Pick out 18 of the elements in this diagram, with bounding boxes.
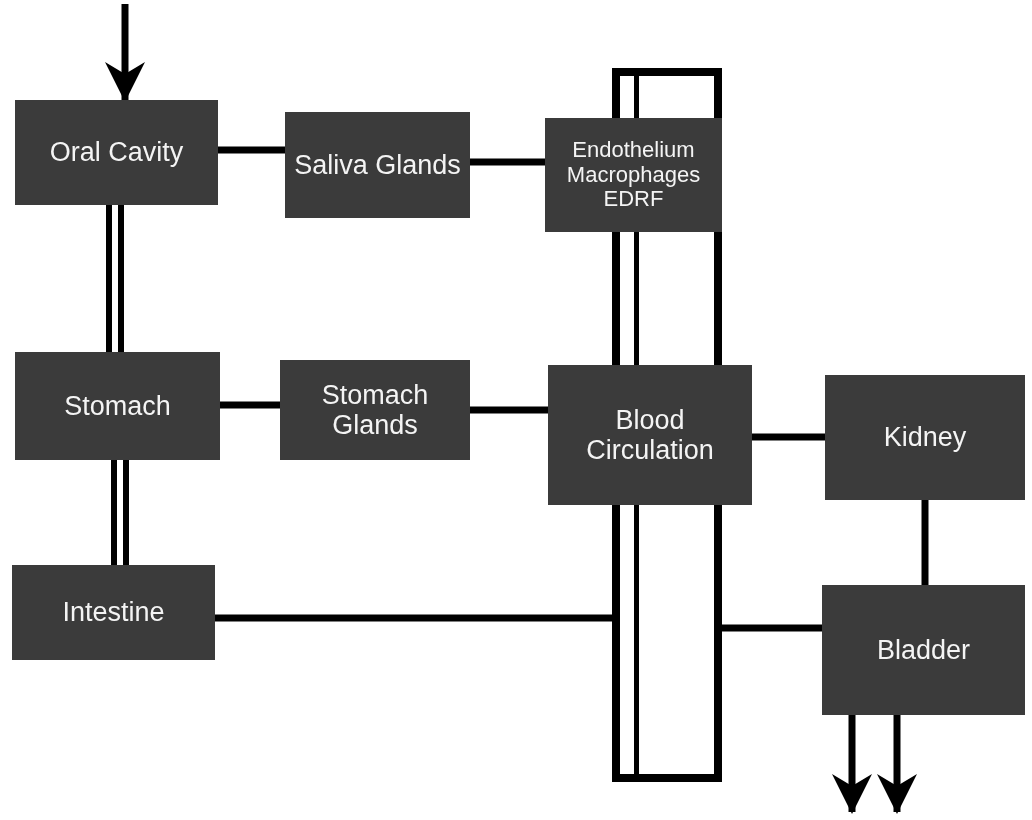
node-label: Saliva Glands xyxy=(294,149,461,181)
process-box xyxy=(12,565,215,660)
node-label: Oral Cavity xyxy=(49,137,184,168)
node-label: Stomach xyxy=(64,390,171,422)
node-label: Kidney xyxy=(883,422,967,453)
process-box xyxy=(825,375,1025,500)
process-box xyxy=(548,365,752,505)
node-label: Intestine xyxy=(62,597,165,628)
process-box xyxy=(15,100,218,205)
process-box xyxy=(822,585,1025,715)
node-label: Endothelium Macrophages EDRF xyxy=(565,138,702,212)
node-label: Bladder xyxy=(876,634,971,666)
node-label: Stomach Glands xyxy=(320,379,430,441)
process-box xyxy=(545,118,722,232)
process-box xyxy=(280,360,470,460)
process-box xyxy=(15,352,220,460)
process-box xyxy=(285,112,470,218)
node-label: Blood Circulation xyxy=(585,404,715,466)
